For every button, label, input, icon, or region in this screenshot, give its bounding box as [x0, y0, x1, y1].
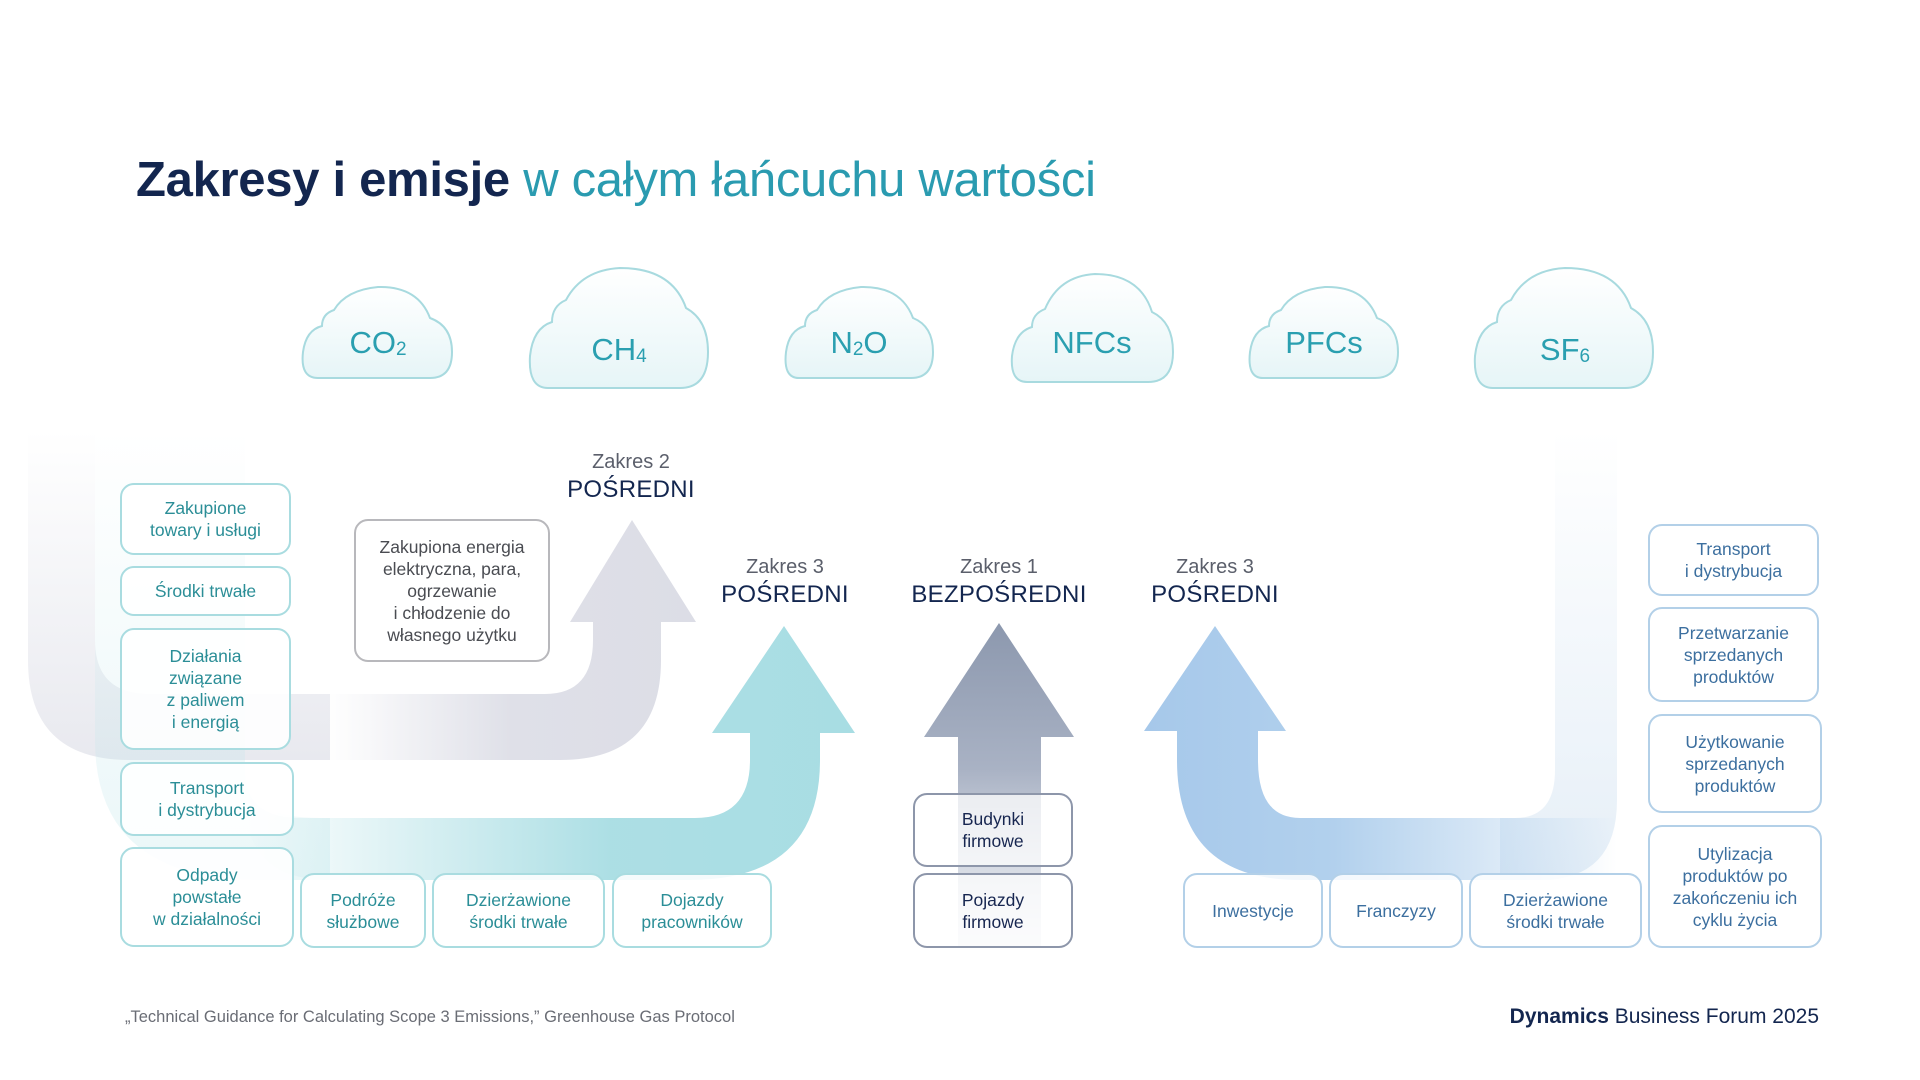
gas-co2-label: CO2: [349, 325, 407, 360]
gas-sf6-label: SF6: [1539, 332, 1591, 367]
scope1-kind: BEZPOŚREDNI: [911, 581, 1087, 608]
scope1-number: Zakres 1: [960, 556, 1038, 578]
scope3-downstream-label: Zakres 3 POŚREDNI: [1151, 554, 1279, 610]
scope3-downstream-arrow-tail: [1500, 430, 1617, 880]
upstream-item-leased-assets: Dzierżawione środki trwałe: [432, 873, 605, 948]
upstream-item-commuting: Dojazdy pracowników: [612, 873, 772, 948]
source-citation: „Technical Guidance for Calculating Scop…: [125, 1008, 735, 1026]
scope2-arrow: [326, 520, 696, 760]
scope1-label: Zakres 1 BEZPOŚREDNI: [911, 554, 1086, 610]
upstream-item-fuel-energy: Działania związane z paliwem i energią: [120, 628, 291, 750]
brand-rest: Business Forum 2025: [1608, 1005, 1819, 1028]
upstream-item-waste: Odpady powstałe w działalności: [120, 847, 294, 947]
upstream-item-purchased-goods: Zakupione towary i usługi: [120, 483, 291, 555]
upstream-item-business-travel: Podróże służbowe: [300, 873, 426, 948]
scope3-upstream-number: Zakres 3: [746, 556, 824, 578]
scope3-downstream-arrow: [1144, 626, 1617, 880]
page-title: Zakresy i emisje w całym łańcuchu wartoś…: [136, 150, 1096, 210]
cloud-ch4-icon: [528, 266, 710, 389]
cloud-nfcs-icon: [1010, 272, 1175, 383]
downstream-item-investments: Inwestycje: [1183, 873, 1323, 948]
downstream-item-processing: Przetwarzanie sprzedanych produktów: [1648, 607, 1819, 702]
scope3-downstream-kind: POŚREDNI: [1151, 581, 1279, 608]
scope1-item-company-vehicles: Pojazdy firmowe: [913, 873, 1073, 948]
cloud-n2o-icon: [784, 285, 935, 379]
scope3-downstream-number: Zakres 3: [1176, 556, 1254, 578]
scope3-upstream-kind: POŚREDNI: [721, 581, 849, 608]
scope1-item-company-facilities: Budynki firmowe: [913, 793, 1073, 867]
downstream-item-use: Użytkowanie sprzedanych produktów: [1648, 714, 1822, 813]
scope3-upstream-label: Zakres 3 POŚREDNI: [721, 554, 849, 610]
event-brand: Dynamics Business Forum 2025: [1510, 1005, 1819, 1029]
downstream-item-franchises: Franczyzy: [1329, 873, 1463, 948]
gas-nfcs-label: NFCs: [1052, 325, 1132, 360]
cloud-pfcs-icon: [1248, 285, 1400, 379]
gas-ch4-label: CH4: [591, 332, 647, 367]
upstream-item-capital-goods: Środki trwałe: [120, 566, 291, 616]
title-light: w całym łańcuchu wartości: [523, 153, 1096, 207]
scope2-kind: POŚREDNI: [567, 476, 695, 503]
downstream-item-transport: Transport i dystrybucja: [1648, 524, 1819, 596]
gas-pfcs-label: PFCs: [1285, 325, 1363, 360]
gas-n2o-label: N2O: [830, 325, 888, 360]
scope2-number: Zakres 2: [592, 451, 670, 473]
scope2-label: Zakres 2 POŚREDNI: [567, 449, 695, 505]
downstream-item-leased-assets: Dzierżawione środki trwałe: [1469, 873, 1642, 948]
title-bold: Zakresy i emisje: [136, 153, 510, 207]
scope3-upstream-arrow: [245, 626, 855, 880]
downstream-item-end-of-life: Utylizacja produktów po zakończeniu ich …: [1648, 825, 1822, 948]
brand-bold: Dynamics: [1509, 1005, 1609, 1028]
upstream-item-transport: Transport i dystrybucja: [120, 762, 294, 836]
cloud-co2-icon: [301, 285, 454, 379]
cloud-sf6-icon: [1473, 266, 1655, 389]
scope2-item-purchased-energy: Zakupiona energia elektryczna, para, ogr…: [354, 519, 550, 662]
